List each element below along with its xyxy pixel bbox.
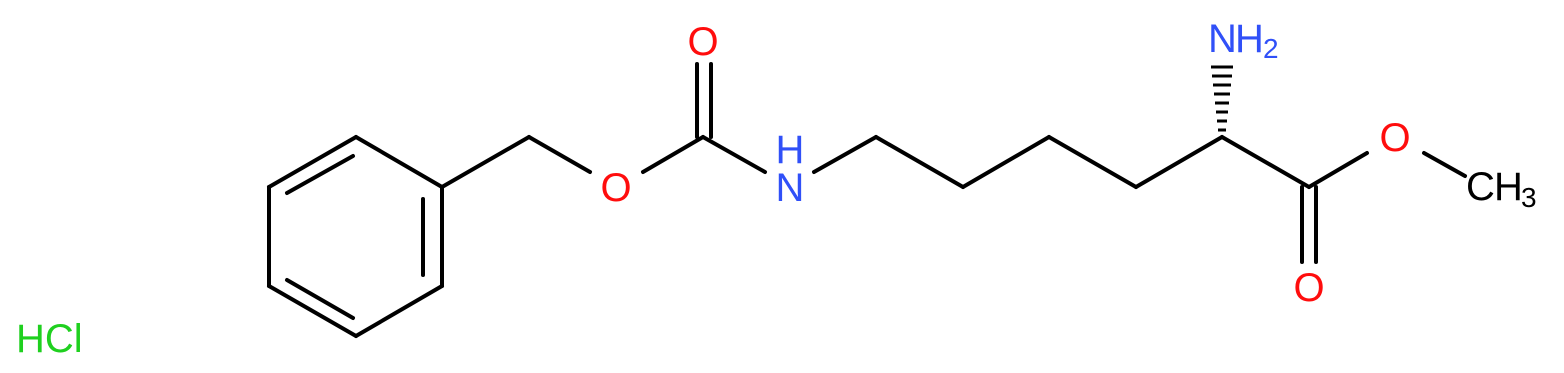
amine-nitrogen-label: N: [1208, 17, 1237, 61]
benzene-ring: [267, 135, 444, 338]
bond: [961, 135, 1051, 189]
bond: [440, 135, 531, 189]
bond: [812, 135, 878, 174]
ring-bond: [354, 135, 444, 189]
alkyl-chain: [874, 135, 1311, 189]
ring-bond: [267, 135, 358, 189]
carbamate-chain: [440, 62, 878, 189]
amide-hydrogen-label: H: [776, 128, 805, 172]
ester-carbonyl-oxygen-label: O: [1293, 266, 1324, 310]
bond: [1220, 135, 1311, 189]
ring-bond: [354, 284, 444, 338]
amine-subscript: 2: [1263, 33, 1279, 64]
ring-inner-bond: [285, 154, 355, 195]
ester-oxygen-label: O: [600, 166, 631, 210]
bond: [1422, 151, 1467, 178]
amide-nitrogen-label: N: [776, 166, 805, 210]
bond: [527, 135, 592, 174]
ester-group: [1300, 151, 1467, 264]
bond: [641, 135, 705, 174]
amine-hydrogen-label: H: [1235, 17, 1264, 61]
ring-inner-bond: [285, 278, 355, 320]
methyl-subscript: 3: [1521, 182, 1537, 213]
methyl-carbon-label: C: [1466, 165, 1495, 209]
bond: [1307, 151, 1369, 189]
methyl-hydrogen-label: H: [1494, 165, 1523, 209]
bond: [701, 135, 767, 174]
hcl-salt-label: HCl: [16, 317, 83, 361]
hashed-wedge-bond: [1211, 65, 1233, 132]
bond: [874, 135, 965, 189]
carbonyl-oxygen-label: O: [687, 20, 718, 64]
methoxy-oxygen-label: O: [1379, 116, 1410, 160]
bond: [1047, 135, 1138, 189]
bond: [1134, 135, 1224, 189]
ring-bond: [267, 284, 358, 338]
